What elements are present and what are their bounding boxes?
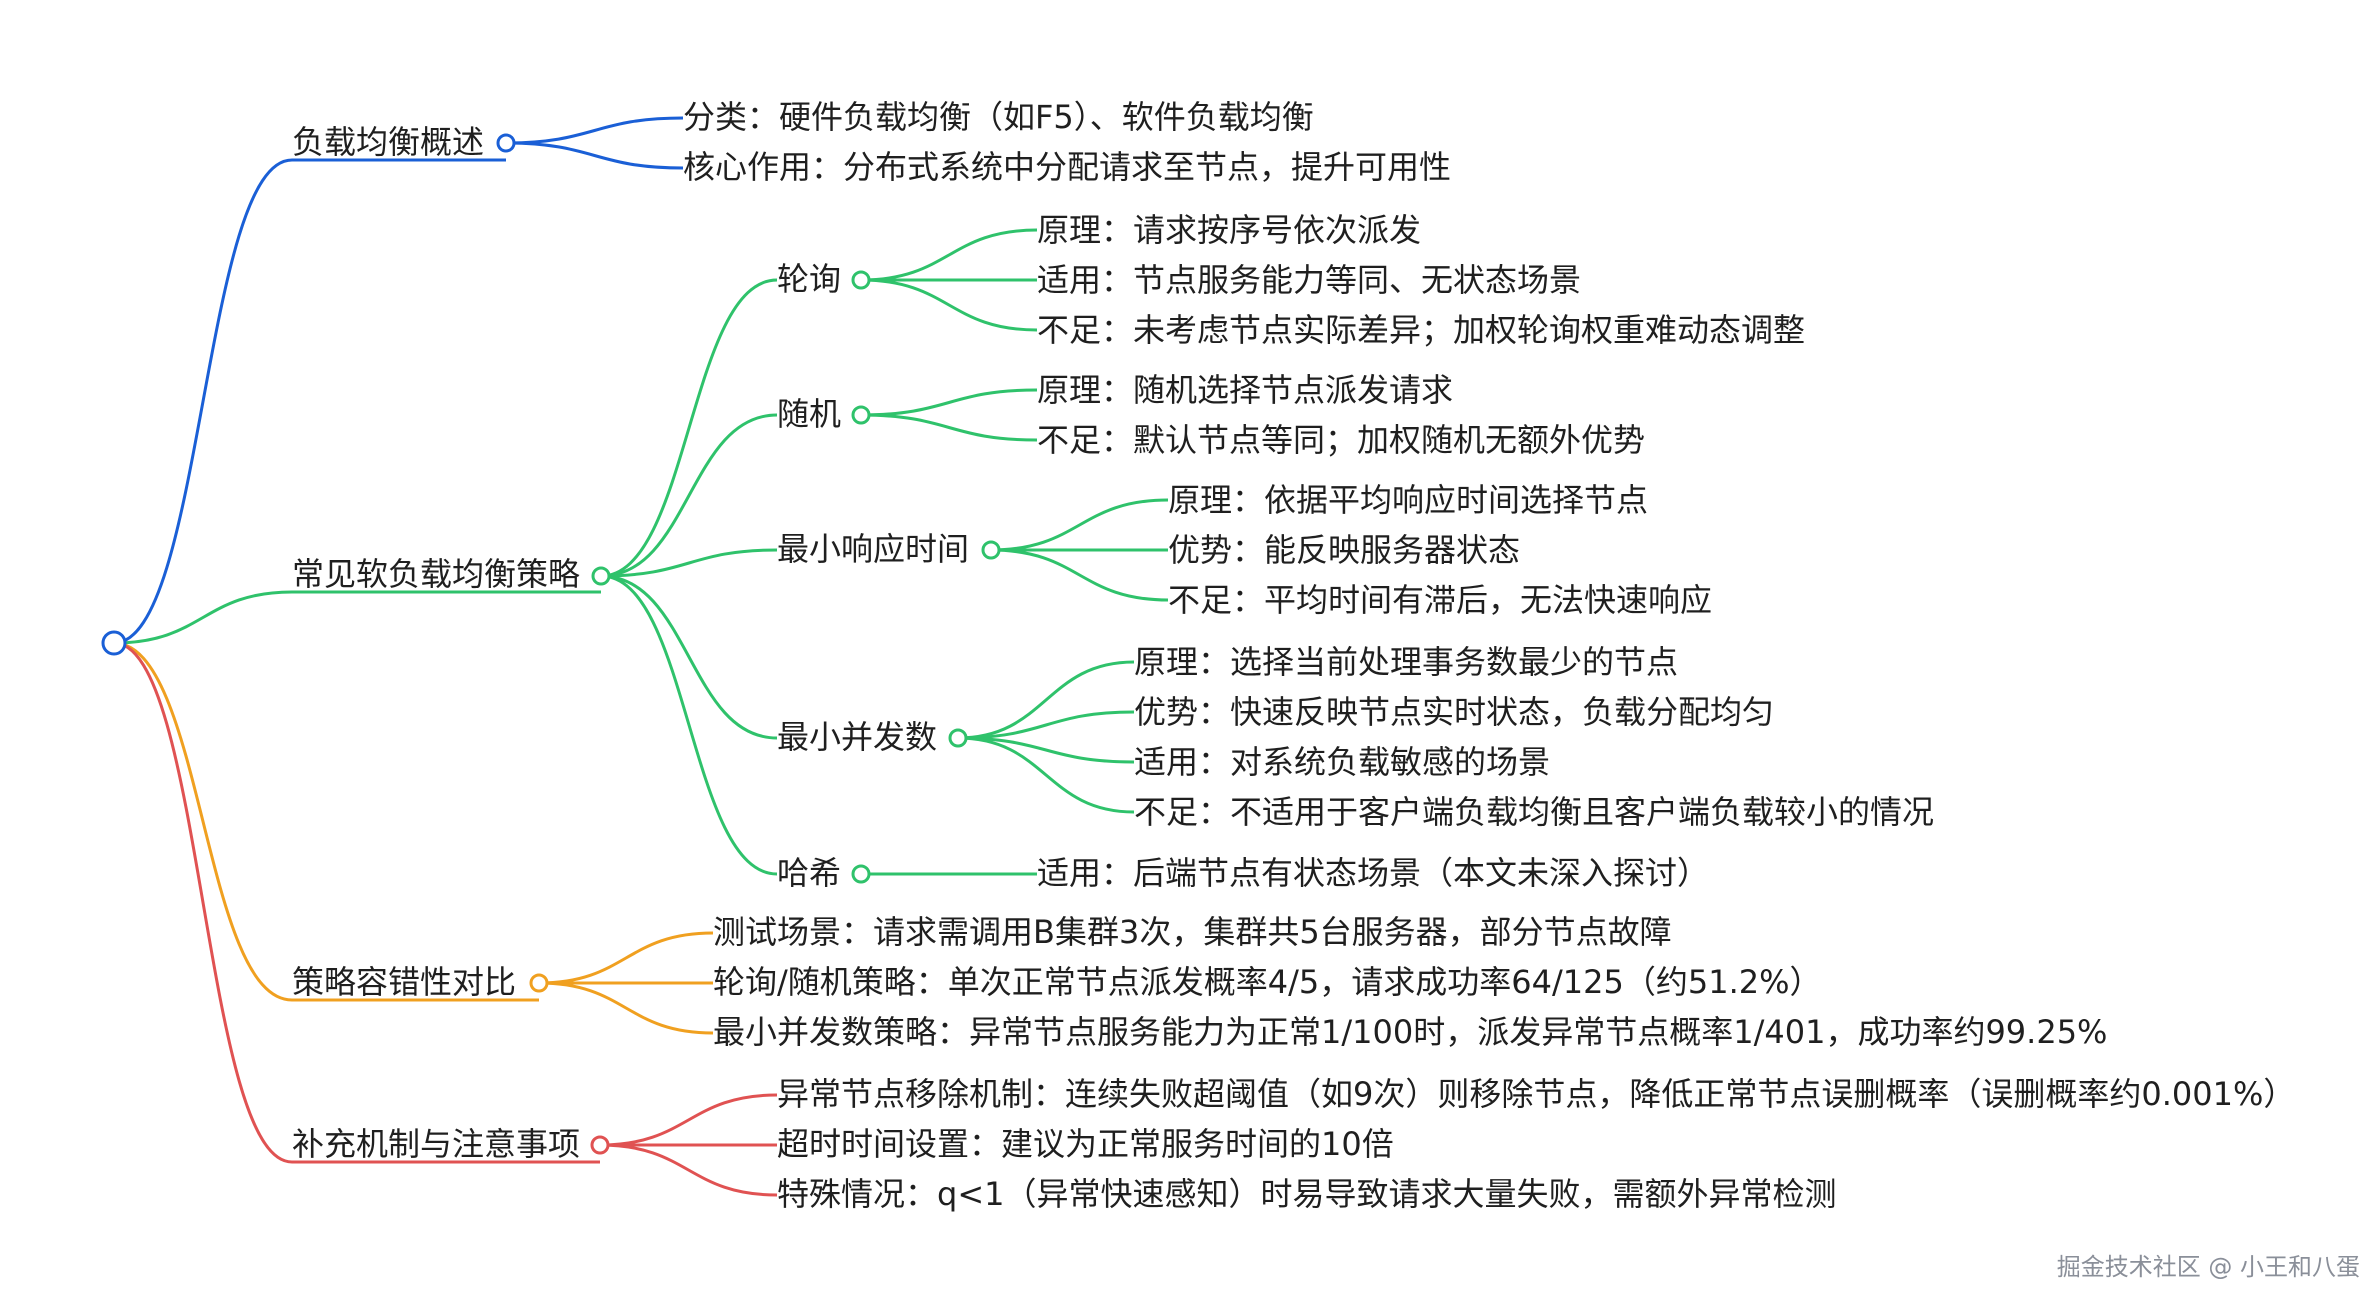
node-fault-tolerance[interactable]: 策略容错性对比 <box>292 963 517 1001</box>
leaf-classification[interactable]: 分类：硬件负载均衡（如F5）、软件负载均衡 <box>683 98 1314 136</box>
node-round-robin[interactable]: 轮询 <box>777 260 842 298</box>
leaf-rr-principle[interactable]: 原理：请求按序号依次派发 <box>1037 211 1422 249</box>
circle-min-response[interactable] <box>981 540 1001 560</box>
leaf-random-weakness[interactable]: 不足：默认节点等同；加权随机无额外优势 <box>1037 421 1646 459</box>
circle-hash[interactable] <box>851 864 871 884</box>
leaf-rr-weakness[interactable]: 不足：未考虑节点实际差异；加权轮询权重难动态调整 <box>1037 311 1806 349</box>
link-rr-c3 <box>860 278 1038 332</box>
leaf-mrt-weakness[interactable]: 不足：平均时间有滞后，无法快速响应 <box>1168 581 1713 619</box>
link-fault-c1 <box>538 931 714 985</box>
circle-strategies[interactable] <box>591 566 611 586</box>
link-strat-mrt <box>600 548 778 578</box>
leaf-random-principle[interactable]: 原理：随机选择节点派发请求 <box>1037 371 1454 409</box>
node-random[interactable]: 随机 <box>777 395 842 433</box>
link-random-c2 <box>860 413 1038 442</box>
leaf-timeout-setting[interactable]: 超时时间设置：建议为正常服务时间的10倍 <box>777 1125 1394 1163</box>
circle-random[interactable] <box>851 405 871 425</box>
circle-supplement[interactable] <box>590 1135 610 1155</box>
leaf-removal-mechanism[interactable]: 异常节点移除机制：连续失败超阈值（如9次）则移除节点，降低正常节点误删概率（误删… <box>777 1075 2296 1113</box>
circle-min-concurrency[interactable] <box>948 728 968 748</box>
leaf-core-role[interactable]: 核心作用：分布式系统中分配请求至节点，提升可用性 <box>683 148 1452 186</box>
watermark: 掘金技术社区 @ 小王和八蛋 <box>2056 1253 2360 1281</box>
circle-round-robin[interactable] <box>851 270 871 290</box>
link-overview-c1 <box>505 116 684 145</box>
link-mc-c3 <box>957 736 1135 764</box>
node-strategies[interactable]: 常见软负载均衡策略 <box>292 555 581 593</box>
node-min-concurrency[interactable]: 最小并发数 <box>777 718 938 756</box>
link-mrt-c1 <box>990 498 1169 552</box>
root-node-circle[interactable] <box>101 630 127 656</box>
link-random-c1 <box>860 388 1038 417</box>
leaf-mc-principle[interactable]: 原理：选择当前处理事务数最少的节点 <box>1134 643 1679 681</box>
leaf-mc-weakness[interactable]: 不足：不适用于客户端负载均衡且客户端负载较小的情况 <box>1134 793 1935 831</box>
leaf-special-case[interactable]: 特殊情况：q<1（异常快速感知）时易导致请求大量失败，需额外异常检测 <box>777 1175 1837 1213</box>
link-sup-c3 <box>599 1143 778 1197</box>
link-sup-c1 <box>599 1093 778 1147</box>
link-strat-rr <box>600 278 778 578</box>
node-hash[interactable]: 哈希 <box>777 854 842 892</box>
link-strat-hash <box>600 574 778 876</box>
leaf-mc-result[interactable]: 最小并发数策略：异常节点服务能力为正常1/100时，派发异常节点概率1/401，… <box>713 1013 2108 1051</box>
link-mc-c2 <box>957 710 1135 740</box>
leaf-mc-advantage[interactable]: 优势：快速反映节点实时状态，负载分配均匀 <box>1134 693 1775 731</box>
link-root-strategies <box>113 590 293 645</box>
circle-overview[interactable] <box>496 133 516 153</box>
node-min-response[interactable]: 最小响应时间 <box>777 530 970 568</box>
link-root-supplement <box>113 641 293 1164</box>
link-strat-mc <box>600 574 778 740</box>
link-root-overview <box>113 158 293 645</box>
link-rr-c1 <box>860 228 1038 282</box>
node-supplement[interactable]: 补充机制与注意事项 <box>292 1125 581 1163</box>
circle-fault[interactable] <box>529 973 549 993</box>
link-root-fault <box>113 641 293 1002</box>
leaf-test-scenario[interactable]: 测试场景：请求需调用B集群3次，集群共5台服务器，部分节点故障 <box>713 913 1672 951</box>
link-strat-random <box>600 413 778 578</box>
node-overview[interactable]: 负载均衡概述 <box>292 123 485 161</box>
link-mc-c1 <box>957 660 1135 740</box>
leaf-mrt-principle[interactable]: 原理：依据平均响应时间选择节点 <box>1168 481 1649 519</box>
leaf-mrt-advantage[interactable]: 优势：能反映服务器状态 <box>1168 531 1521 569</box>
link-fault-c3 <box>538 981 714 1035</box>
leaf-mc-usage[interactable]: 适用：对系统负载敏感的场景 <box>1134 743 1551 781</box>
link-mc-c4 <box>957 736 1135 814</box>
link-overview-c2 <box>505 141 684 170</box>
leaf-rr-random-result[interactable]: 轮询/随机策略：单次正常节点派发概率4/5，请求成功率64/125（约51.2%… <box>713 963 1822 1001</box>
link-mrt-c3 <box>990 548 1169 602</box>
leaf-rr-usage[interactable]: 适用：节点服务能力等同、无状态场景 <box>1037 261 1582 299</box>
leaf-hash-usage[interactable]: 适用：后端节点有状态场景（本文未深入探讨） <box>1037 854 1710 892</box>
